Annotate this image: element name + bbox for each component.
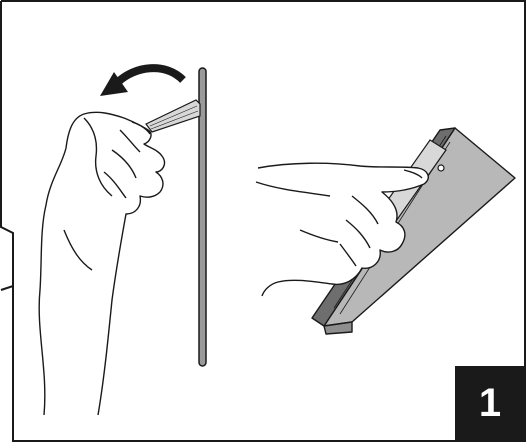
left-hand: [39, 112, 164, 415]
frame-notch: [1, 1, 13, 286]
step-number: 1: [479, 381, 501, 426]
curved-arrow-icon: [100, 68, 183, 96]
peeling-strip: [146, 100, 200, 132]
step-number-badge: 1: [455, 366, 525, 441]
